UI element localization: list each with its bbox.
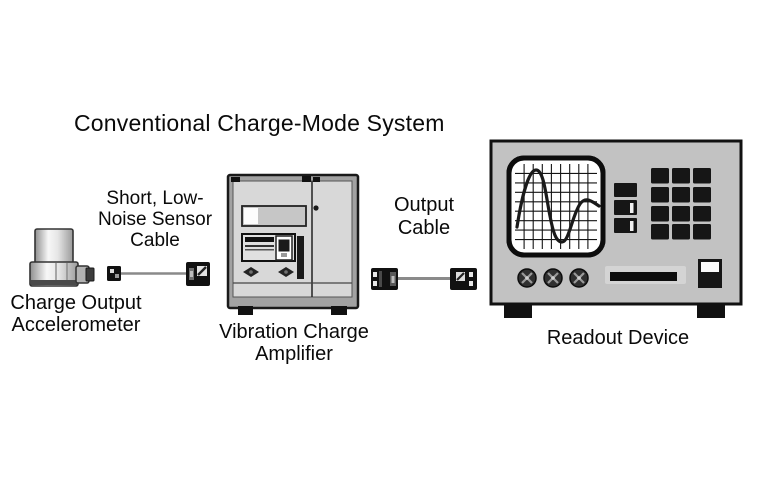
plug-detail <box>115 274 119 278</box>
hinge <box>313 177 320 182</box>
hinge <box>302 176 311 182</box>
sensor-cable-label: Short, Low- Noise Sensor Cable <box>97 188 213 251</box>
plug-detail <box>469 281 473 286</box>
foot <box>697 304 725 318</box>
keypad-key <box>693 187 711 203</box>
plug-detail <box>110 269 114 273</box>
knob-center <box>249 270 253 274</box>
output-cable-label: Output Cable <box>393 194 455 239</box>
plug-detail <box>469 272 473 277</box>
knob-row <box>517 268 589 288</box>
keypad-key <box>693 224 711 240</box>
readout-device-graphic <box>489 139 743 318</box>
keypad <box>651 168 711 240</box>
panel-button <box>614 200 637 215</box>
base-shadow <box>31 280 77 285</box>
keypad-key <box>651 224 669 240</box>
plug-detail <box>373 272 377 277</box>
display-cell <box>244 208 258 224</box>
plug-detail <box>456 272 465 281</box>
accelerometer-body <box>34 228 74 265</box>
crt-screen-border <box>506 155 606 258</box>
plug-detail <box>379 271 382 287</box>
keypad-key <box>672 168 690 184</box>
power-switch-top <box>701 262 719 272</box>
meter-detail <box>281 253 287 257</box>
meter-window <box>278 239 290 252</box>
cable-plug-small <box>107 266 121 281</box>
door-knob <box>313 205 319 211</box>
plug-detail <box>391 276 395 283</box>
plug-detail <box>190 271 193 277</box>
crt-waveform <box>515 168 601 244</box>
keypad-key <box>672 206 690 222</box>
recorder-slot <box>245 237 274 242</box>
sensor-cable-graphic <box>107 262 210 286</box>
keypad-key <box>672 224 690 240</box>
panel-button <box>614 218 637 233</box>
knob-center <box>577 276 581 280</box>
vent-bar <box>297 236 304 279</box>
button-indicator <box>630 221 634 231</box>
keypad-key <box>693 206 711 222</box>
accelerometer-connector-tip <box>85 267 95 282</box>
button-indicator <box>630 203 634 213</box>
plug-detail <box>373 281 377 286</box>
keypad-key <box>693 168 711 184</box>
accelerometer-label: Charge Output Accelerometer <box>10 292 142 336</box>
foot <box>331 306 347 315</box>
hinge <box>231 177 240 182</box>
output-cable-graphic <box>371 268 477 290</box>
keypad-key <box>651 168 669 184</box>
amplifier-label: Vibration Charge Amplifier <box>219 321 369 365</box>
knob-center <box>525 276 529 280</box>
crt-screen <box>506 155 606 258</box>
crt-grid <box>515 164 597 249</box>
recorder-line <box>245 249 274 251</box>
slot <box>610 272 677 281</box>
readout-device-label: Readout Device <box>546 327 690 349</box>
diagram-title: Conventional Charge-Mode System <box>74 110 445 136</box>
amplifier-graphic <box>226 173 360 315</box>
knob-center <box>284 270 288 274</box>
foot <box>238 306 253 315</box>
keypad-key <box>651 187 669 203</box>
plug-detail <box>197 266 207 276</box>
foot <box>504 304 532 318</box>
recorder-line <box>245 245 274 247</box>
accelerometer-graphic <box>29 228 95 287</box>
keypad-key <box>651 206 669 222</box>
keypad-key <box>672 187 690 203</box>
panel-button <box>614 183 637 197</box>
knob-center <box>551 276 555 280</box>
